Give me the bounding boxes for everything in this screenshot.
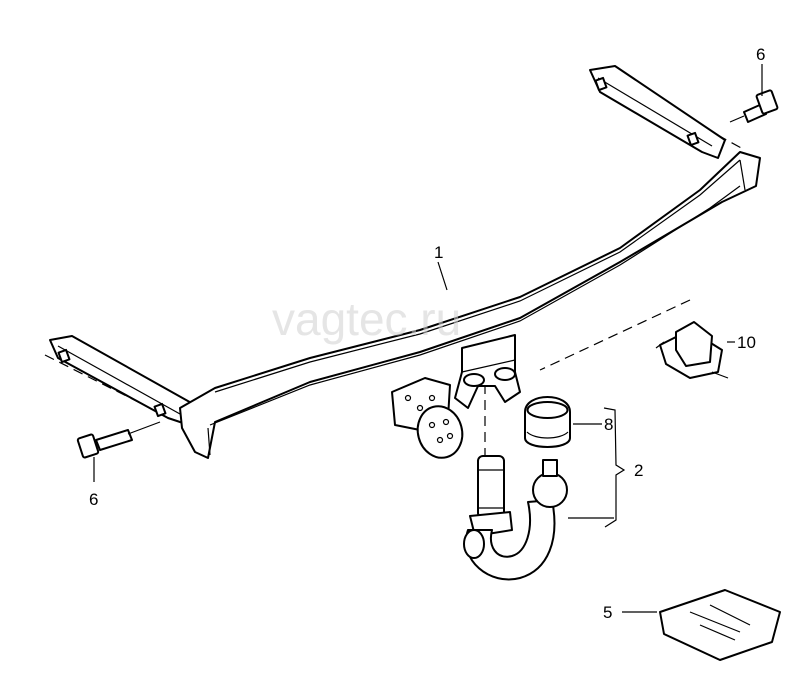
callout-6-top: 6 [756,45,765,64]
coupling-mount [454,334,521,409]
left-mounting-bracket [49,335,196,425]
bolt-left [76,421,161,459]
callout-2: 2 [634,461,643,480]
callout-1: 1 [434,243,443,262]
bolt-top-right [729,89,779,123]
socket-plates [391,377,464,459]
cover-part [655,321,729,379]
tow-bar-crossmember [179,151,761,459]
callout-5: 5 [603,603,612,622]
leader-lines [93,64,763,613]
watermark: vagtec.ru [272,293,461,345]
ball-cap [524,396,571,448]
callout-10: 10 [737,333,756,352]
detachable-ball-neck [463,455,568,581]
right-mounting-bracket [589,65,726,159]
callout-6-left: 6 [89,490,98,509]
small-parts-bag [659,589,781,661]
callout-8: 8 [604,415,613,434]
